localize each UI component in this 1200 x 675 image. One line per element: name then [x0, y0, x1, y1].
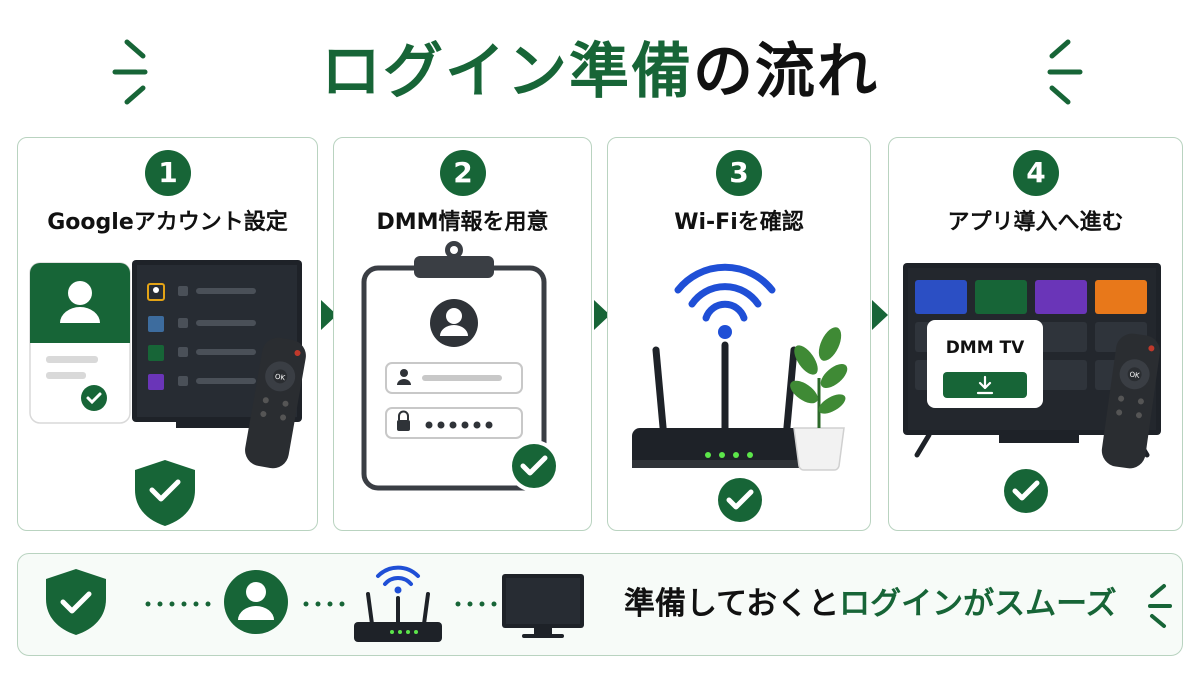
- step-number-badge: 3: [716, 150, 762, 196]
- step-number-badge: 4: [1013, 150, 1059, 196]
- step-card-4: 4 アプリ導入へ進む DMM TV OK: [888, 137, 1183, 531]
- remote-ok-label: OK: [1129, 371, 1141, 380]
- step-card-1: 1 Googleアカウント設定 OK: [17, 137, 318, 531]
- step-card-2: 2 DMM情報を用意: [333, 137, 592, 531]
- summary-message-black: 準備しておくと: [624, 586, 840, 622]
- page-title: ログイン準備の流れ: [0, 22, 1200, 122]
- summary-message: 準備しておくとログインがスムーズ: [624, 582, 1117, 626]
- step-arrow-icon: [872, 300, 888, 330]
- app-name-label: DMM TV: [946, 338, 1025, 358]
- step-card-3: 3 Wi-Fiを確認: [607, 137, 871, 531]
- tv-app-install-illustration: DMM TV OK: [903, 263, 1161, 513]
- step-arrow-icon: [594, 300, 610, 330]
- wifi-router-illustration: [632, 263, 848, 522]
- step-number-badge: 2: [440, 150, 486, 196]
- title-green-part: ログイン準備: [321, 37, 693, 107]
- remote-ok-label: OK: [274, 373, 286, 383]
- step-title: Googleアカウント設定: [47, 210, 288, 235]
- step-title: アプリ導入へ進む: [947, 210, 1124, 235]
- summary-icons: [46, 565, 584, 642]
- clipboard-credentials-illustration: [361, 241, 560, 492]
- burst-lines-summary-icon: [1148, 584, 1172, 628]
- step-number-badge: 1: [145, 150, 191, 196]
- step-arrow-icon: [321, 300, 337, 330]
- burst-lines-left-icon: [112, 39, 148, 105]
- summary-message-green: ログインがスムーズ: [839, 586, 1117, 622]
- title-black-part: の流れ: [693, 37, 879, 107]
- summary-bar: 準備しておくとログインがスムーズ: [17, 553, 1183, 656]
- burst-lines-right-icon: [1047, 39, 1083, 105]
- step-title: DMM情報を用意: [376, 210, 549, 235]
- google-account-illustration: OK: [29, 260, 306, 526]
- step-title: Wi-Fiを確認: [674, 210, 804, 235]
